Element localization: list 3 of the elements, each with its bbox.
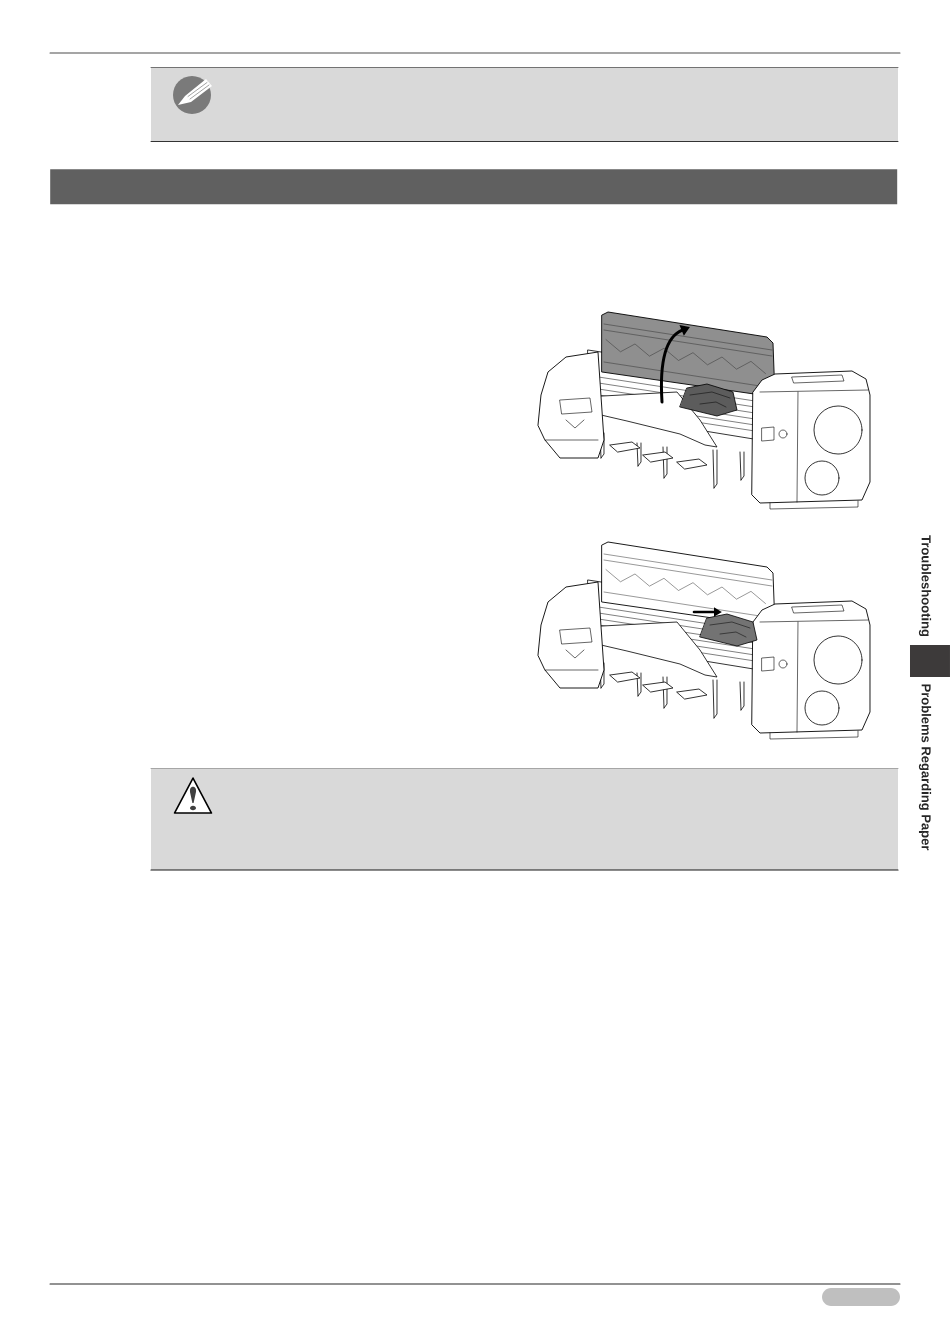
heading-bar bbox=[50, 169, 898, 205]
side-tab-label: Problems Regarding Paper bbox=[918, 684, 932, 851]
side-tab-label: Troubleshooting bbox=[918, 535, 932, 637]
